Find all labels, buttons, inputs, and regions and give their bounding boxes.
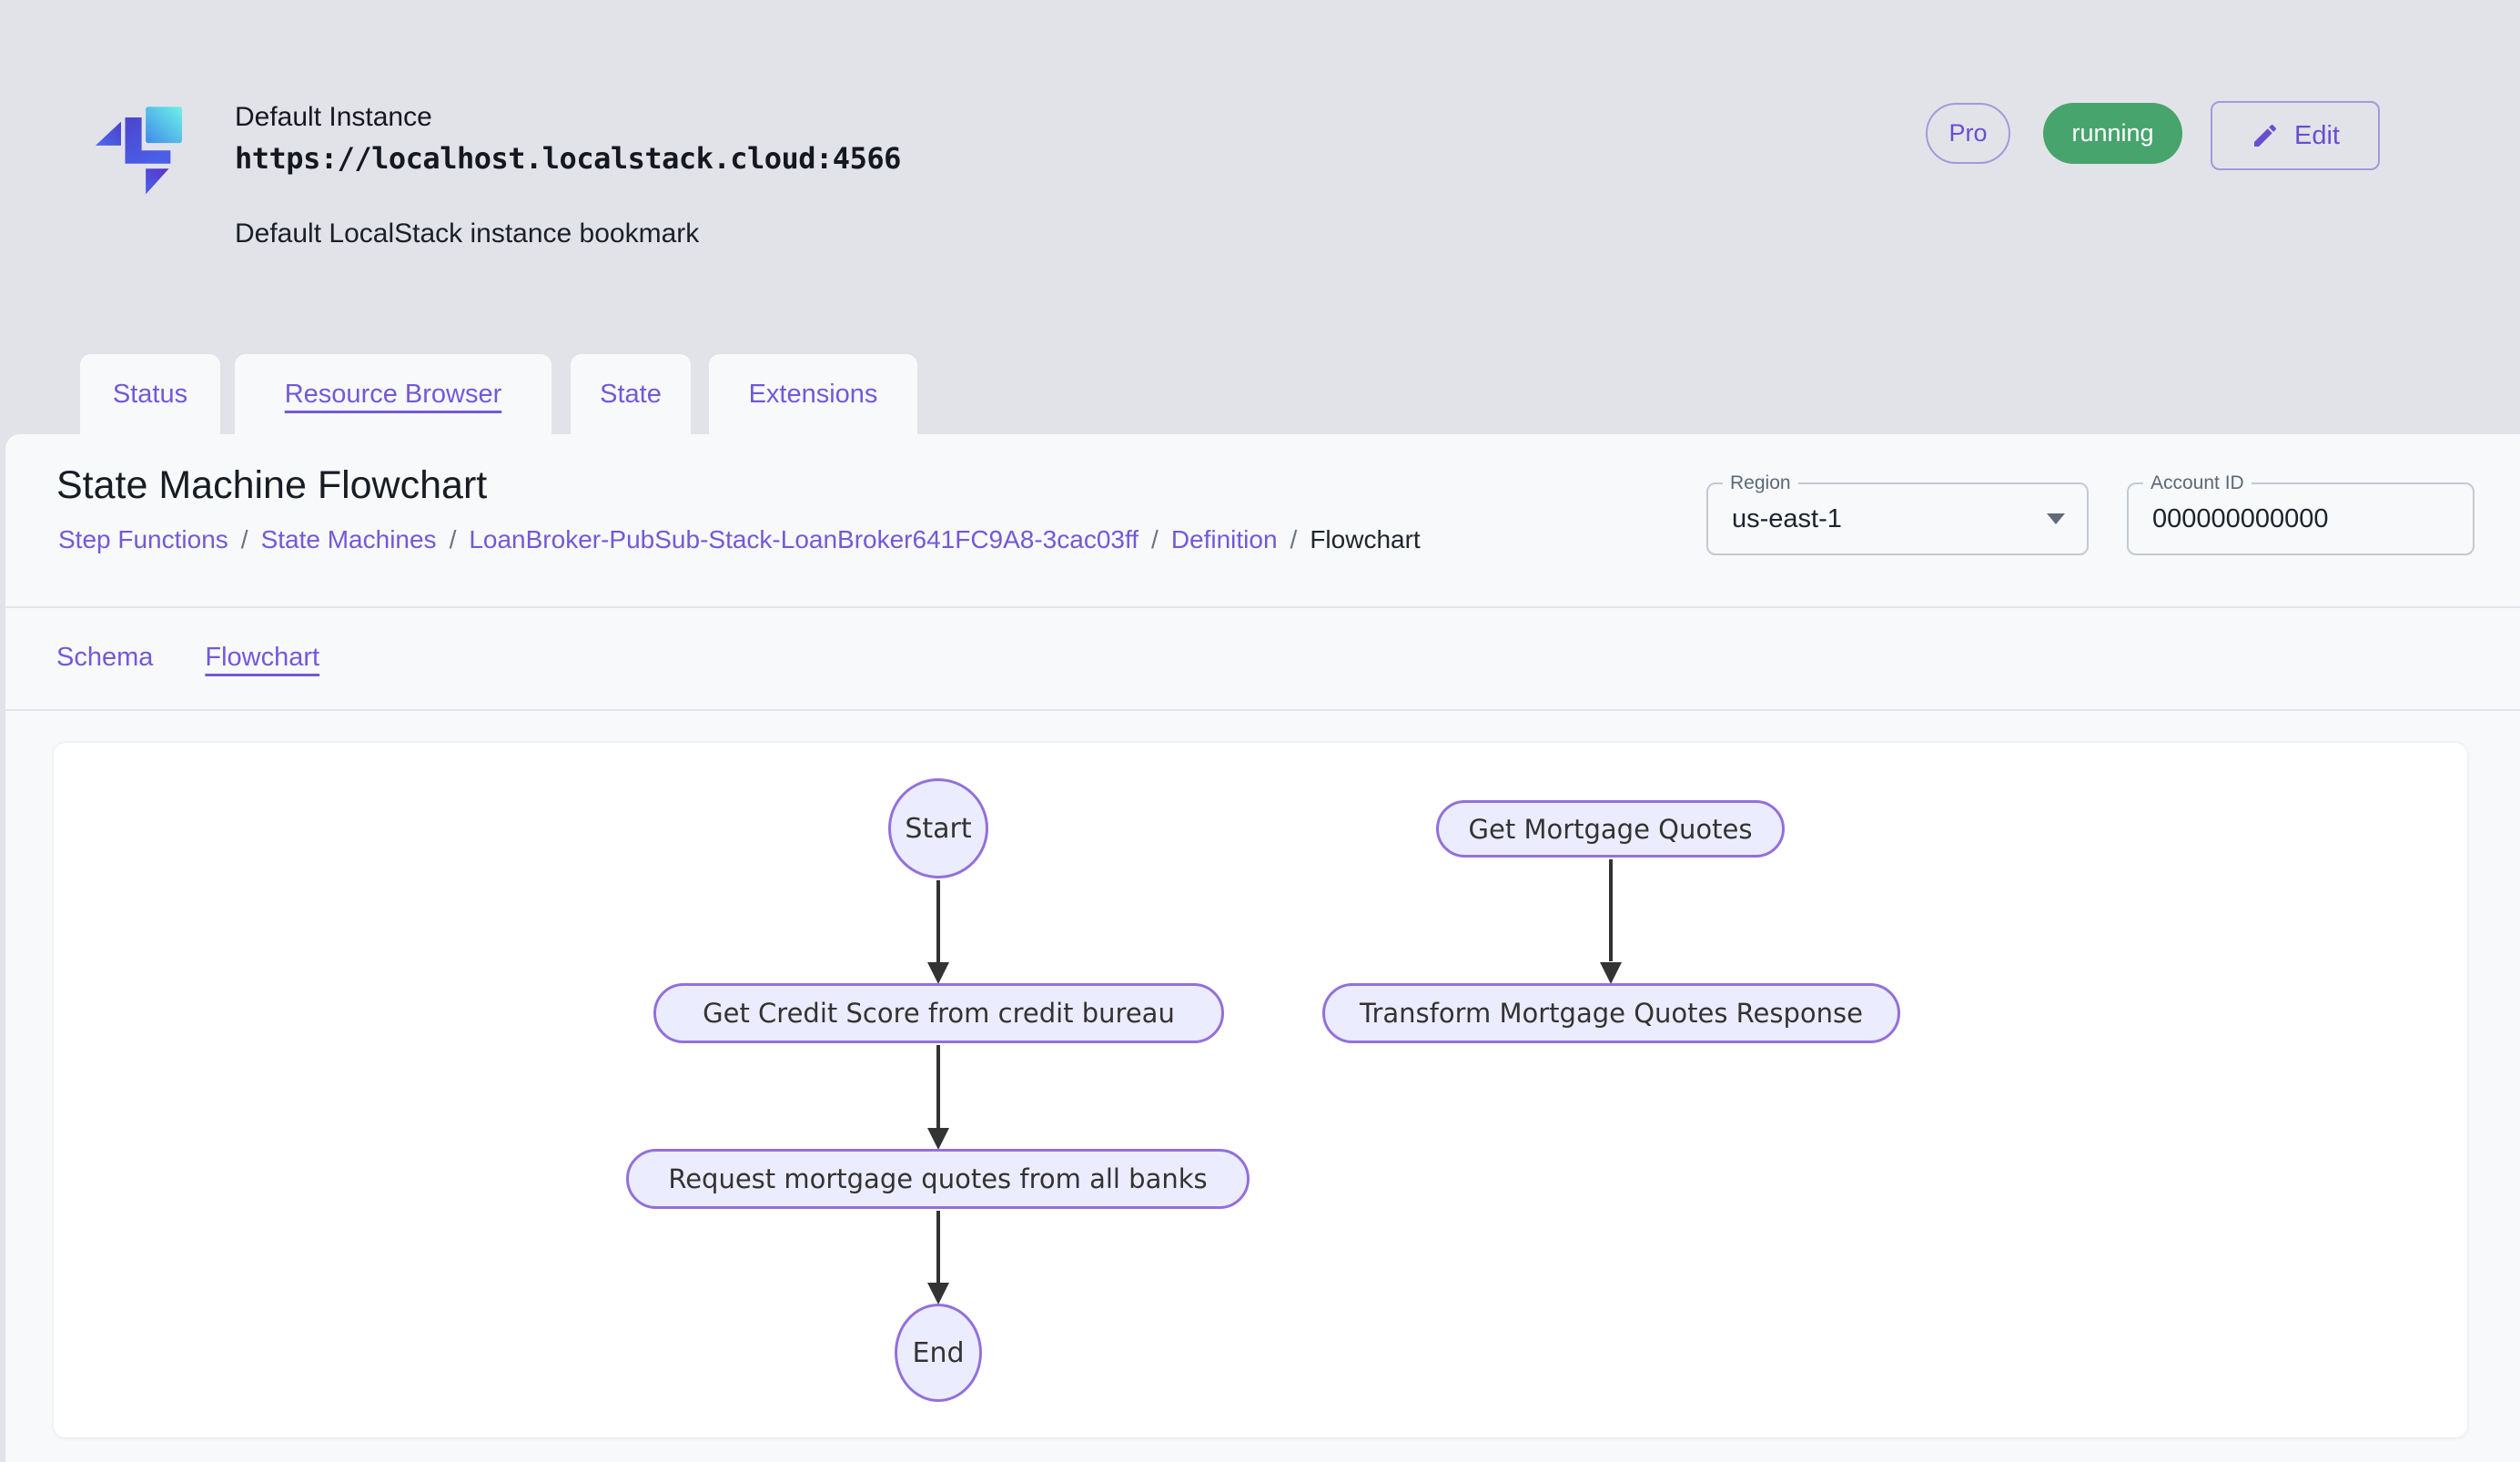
instance-name: Default Instance [235,102,432,132]
tab-resource-browser-label: Resource Browser [284,379,502,409]
flow-edge-start-to-credit-arrowhead [927,962,949,984]
breadcrumb-separator: / [1151,525,1159,553]
flow-edge-credit-to-request-arrowhead [927,1128,949,1150]
account-id-field: Account ID [2127,471,2474,555]
header-divider [5,606,2520,608]
account-id-label: Account ID [2143,471,2252,496]
tab-state[interactable]: State [571,354,691,434]
flowchart-canvas: Start Get Credit Score from credit burea… [53,742,2468,1438]
definition-subtabs: Schema Flowchart [56,606,319,709]
chevron-down-icon [2047,513,2065,524]
tab-extensions-label: Extensions [748,379,878,409]
flow-edge-request-to-end-line [936,1211,940,1283]
breadcrumb-step-functions[interactable]: Step Functions [58,525,228,553]
breadcrumb-separator: / [240,525,248,553]
account-id-input[interactable] [2129,503,2473,534]
breadcrumb-definition[interactable]: Definition [1170,525,1278,553]
status-badge: running [2043,103,2182,164]
flow-edge-credit-to-request-line [936,1045,940,1128]
pencil-icon [2254,124,2277,147]
subtab-schema[interactable]: Schema [56,643,154,672]
flow-node-get-credit-score: Get Credit Score from credit bureau [653,983,1224,1043]
flow-node-transform-response: Transform Mortgage Quotes Response [1322,983,1900,1043]
subtab-divider [5,709,2520,711]
tab-status[interactable]: Status [80,354,220,434]
tab-resource-browser[interactable]: Resource Browser [235,354,552,434]
flow-edge-start-to-credit-line [936,880,940,962]
edit-button-label: Edit [2294,120,2340,150]
region-select[interactable]: Region us-east-1 [1706,471,2089,555]
breadcrumb-separator: / [1290,525,1298,553]
edit-button[interactable]: Edit [2211,101,2380,170]
pro-badge: Pro [1926,103,2010,164]
breadcrumb-current: Flowchart [1310,525,1421,553]
breadcrumb-state-machines[interactable]: State Machines [260,525,437,553]
region-select-label: Region [1723,471,1798,496]
breadcrumb-separator: / [449,525,457,553]
tab-state-label: State [600,379,662,409]
flow-node-request-quotes: Request mortgage quotes from all banks [626,1149,1250,1209]
instance-description: Default LocalStack instance bookmark [235,218,700,249]
breadcrumb-state-machine-name[interactable]: LoanBroker-PubSub-Stack-LoanBroker641FC9… [469,525,1139,553]
flow-node-start: Start [888,778,988,878]
resource-browser-panel: State Machine Flowchart Step Functions /… [5,434,2520,1462]
instance-endpoint-url: https://localhost.localstack.cloud:4566 [235,141,901,176]
flow-edge-request-to-end-arrowhead [927,1283,949,1305]
flow-edge-quotes-to-transform-line [1609,859,1613,961]
subtab-flowchart[interactable]: Flowchart [205,643,320,672]
tab-extensions[interactable]: Extensions [709,354,917,434]
tab-status-label: Status [112,379,188,409]
breadcrumb: Step Functions / State Machines / LoanBr… [58,525,1421,554]
instance-header: Default Instance https://localhost.local… [0,0,2520,434]
flow-edge-quotes-to-transform-arrowhead [1600,962,1622,984]
flow-node-end: End [895,1304,982,1402]
flow-node-get-mortgage-quotes: Get Mortgage Quotes [1436,800,1785,858]
page-title: State Machine Flowchart [56,463,488,507]
localstack-logo-icon [95,107,183,195]
region-select-value: us-east-1 [1732,503,1842,533]
